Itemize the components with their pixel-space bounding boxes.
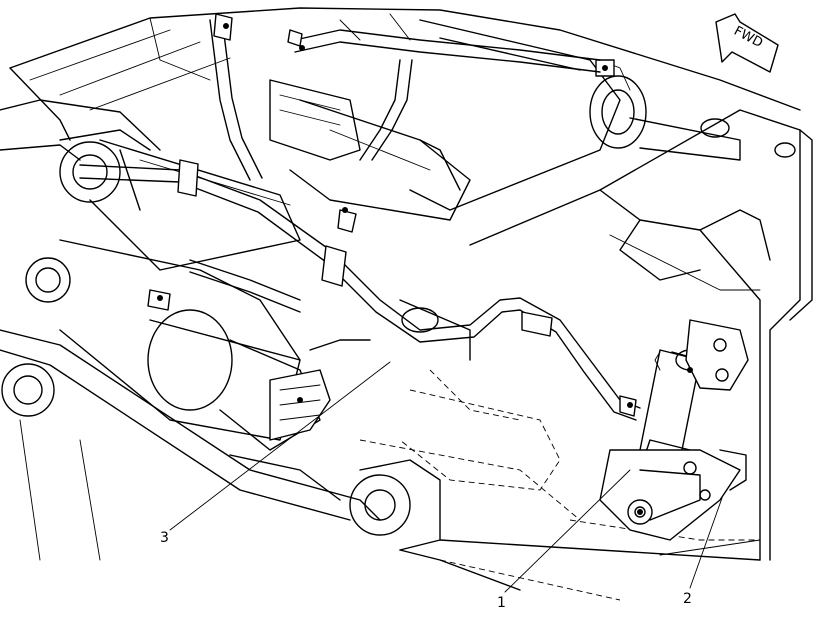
fittings — [157, 23, 693, 515]
callout-label-2: 2 — [683, 591, 692, 607]
right-frame-plate — [469, 109, 813, 561]
left-lower-cylinder — [1, 239, 331, 451]
lower-left-beam — [0, 329, 381, 561]
hidden-lines — [359, 369, 760, 601]
callout-label-3: 3 — [160, 530, 169, 546]
fwd-direction-arrow: FWD — [715, 13, 779, 73]
callout-leaders — [169, 361, 723, 593]
callout-label-1: 1 — [497, 595, 506, 611]
lower-pivot — [349, 299, 471, 551]
mounting-bracket — [599, 449, 747, 541]
floor-plate — [399, 539, 761, 591]
upper-frame — [0, 7, 801, 161]
left-upper-cylinder — [59, 129, 301, 271]
hose-clamps — [147, 13, 637, 417]
hose-assembly — [79, 17, 641, 421]
upper-middle-cylinder — [269, 79, 471, 221]
upper-right-cylinder — [409, 19, 741, 211]
